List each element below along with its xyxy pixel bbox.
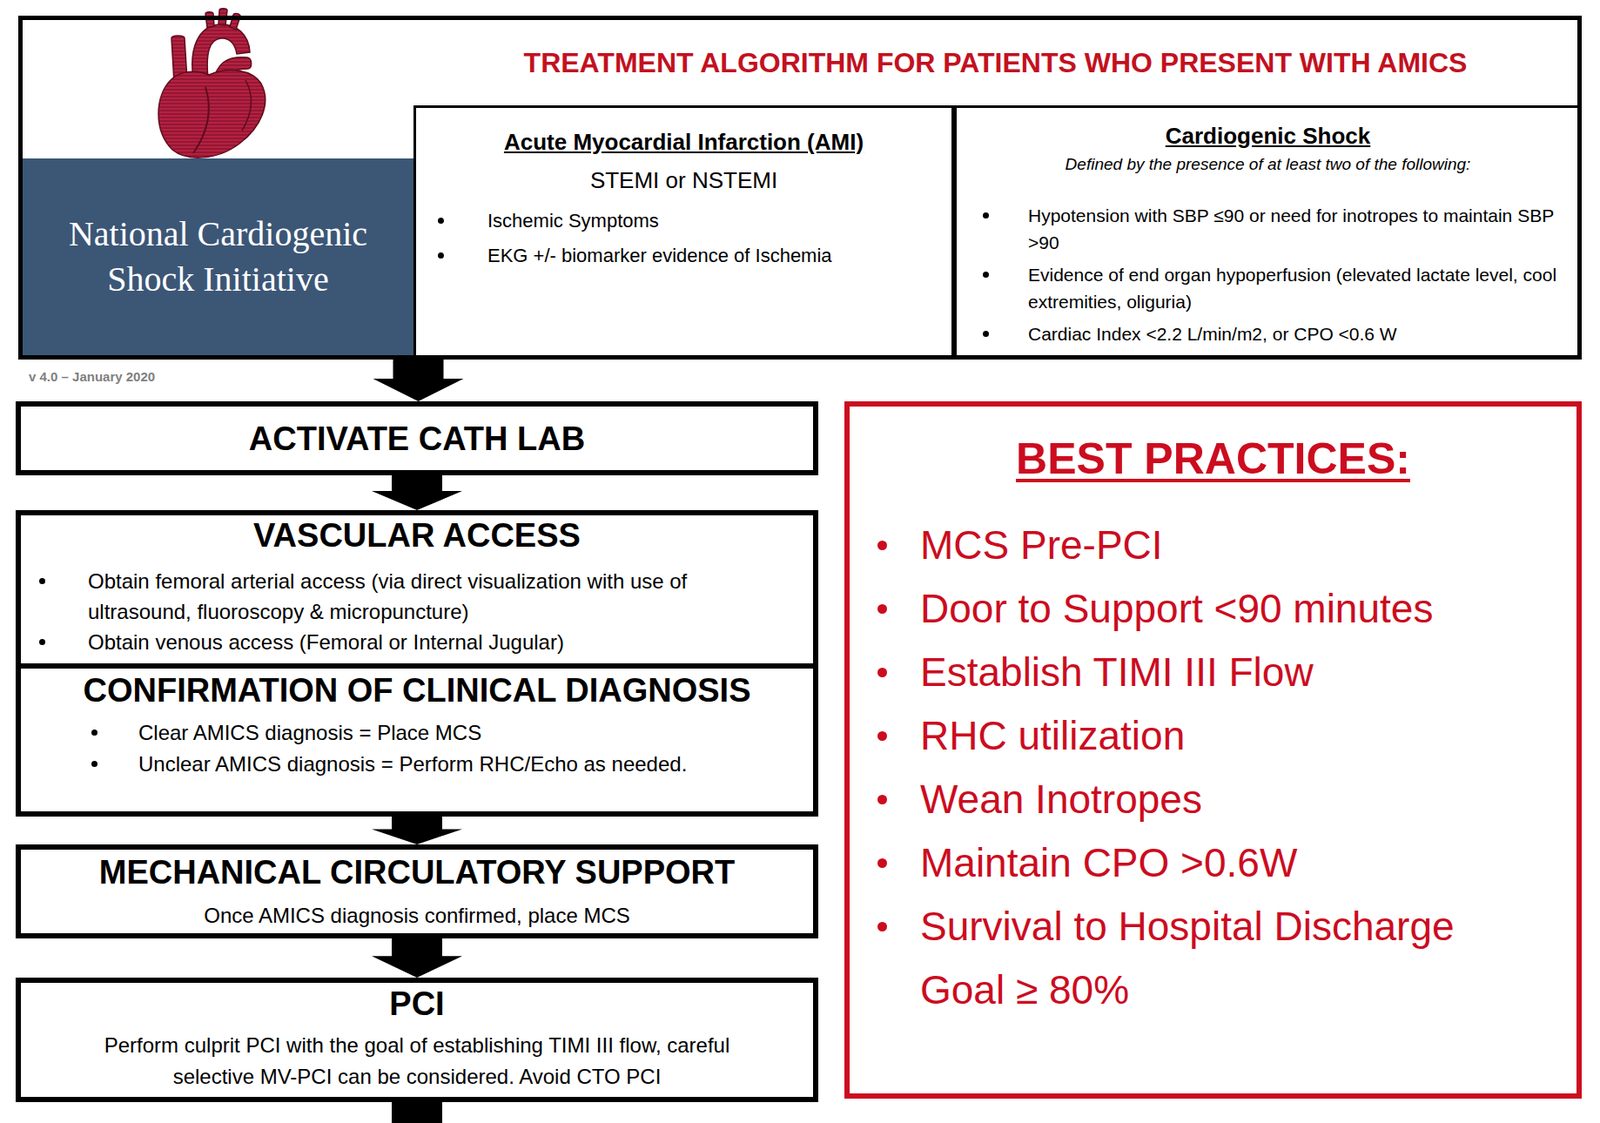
body-text: Once AMICS diagnosis confirmed, place MC… <box>20 901 814 930</box>
bullet-item: RHC utilization <box>849 704 1577 768</box>
bullet-item: Door to Support <90 minutes <box>849 577 1577 641</box>
block-arrow <box>371 816 463 845</box>
subheading: STEMI or NSTEMI <box>416 165 952 195</box>
best-practices-panel: BEST PRACTICES: MCS Pre-PCIDoor to Suppor… <box>844 401 1582 1099</box>
step-heading: PCI <box>20 984 814 1023</box>
arrow-shaft <box>391 1102 443 1123</box>
block-arrow <box>373 359 464 402</box>
body-text: Perform culprit PCI with the goal of est… <box>20 1029 814 1093</box>
step-heading: MECHANICAL CIRCULATORY SUPPORT <box>20 853 814 892</box>
bullet-item: Cardiac Index <2.2 L/min/m2, or CPO <0.6… <box>956 320 1580 348</box>
note-text: Defined by the presence of at least two … <box>956 153 1580 176</box>
bullet-item: Obtain femoral arterial access (via dire… <box>20 565 814 627</box>
header-box: TREATMENT ALGORITHM FOR PATIENTS WHO PRE… <box>18 15 1582 360</box>
heart-illustration <box>158 8 266 158</box>
box-heading: Cardiogenic Shock <box>956 121 1580 151</box>
bullet-item: Evidence of end organ hypoperfusion (ele… <box>956 261 1580 316</box>
title-text: TREATMENT ALGORITHM FOR PATIENTS WHO PRE… <box>413 20 1578 106</box>
definition-box: Cardiogenic ShockDefined by the presence… <box>954 105 1582 360</box>
process-box: CONFIRMATION OF CLINICAL DIAGNOSIS Clear … <box>15 663 819 817</box>
process-box: ACTIVATE CATH LAB <box>15 401 819 476</box>
bullet-item: Survival to Hospital Discharge Goal ≥ 80… <box>849 894 1577 1022</box>
step-heading: VASCULAR ACCESS <box>20 516 814 555</box>
logo-band: National Cardiogenic Shock Initiative <box>22 158 414 356</box>
bullet-item: EKG +/- biomarker evidence of Ischemia <box>416 242 952 269</box>
bullet-item: Clear AMICS diagnosis = Place MCS <box>20 717 814 749</box>
box-heading: Acute Myocardial Infarction (AMI) <box>416 127 952 157</box>
bullet-item: Hypotension with SBP ≤90 or need for ino… <box>956 201 1580 256</box>
bullet-item: Ischemic Symptoms <box>416 207 952 235</box>
block-arrow <box>371 938 463 978</box>
bullet-item: MCS Pre-PCI <box>849 513 1577 578</box>
logo-text: National Cardiogenic Shock Initiative <box>40 211 397 303</box>
panel-heading: BEST PRACTICES: <box>849 432 1577 485</box>
version-label: v 4.0 – January 2020 <box>28 369 155 384</box>
step-heading: CONFIRMATION OF CLINICAL DIAGNOSIS <box>20 671 814 710</box>
step-heading: ACTIVATE CATH LAB <box>20 419 814 458</box>
process-box: VASCULAR ACCESS Obtain femoral arterial a… <box>15 510 819 669</box>
definition-box: Acute Myocardial Infarction (AMI) STEMI o… <box>413 105 955 360</box>
bullet-item: Wean Inotropes <box>849 767 1577 832</box>
bullet-item: Unclear AMICS diagnosis = Perform RHC/Ec… <box>20 748 814 780</box>
process-box: PCI Perform culprit PCI with the goal of … <box>15 977 819 1103</box>
block-arrow <box>371 475 463 511</box>
process-box: MECHANICAL CIRCULATORY SUPPORT Once AMICS… <box>15 844 819 939</box>
bullet-item: Establish TIMI III Flow <box>849 640 1577 705</box>
bullet-item: Obtain venous access (Femoral or Interna… <box>20 626 814 658</box>
bullet-item: Maintain CPO >0.6W <box>849 831 1577 895</box>
